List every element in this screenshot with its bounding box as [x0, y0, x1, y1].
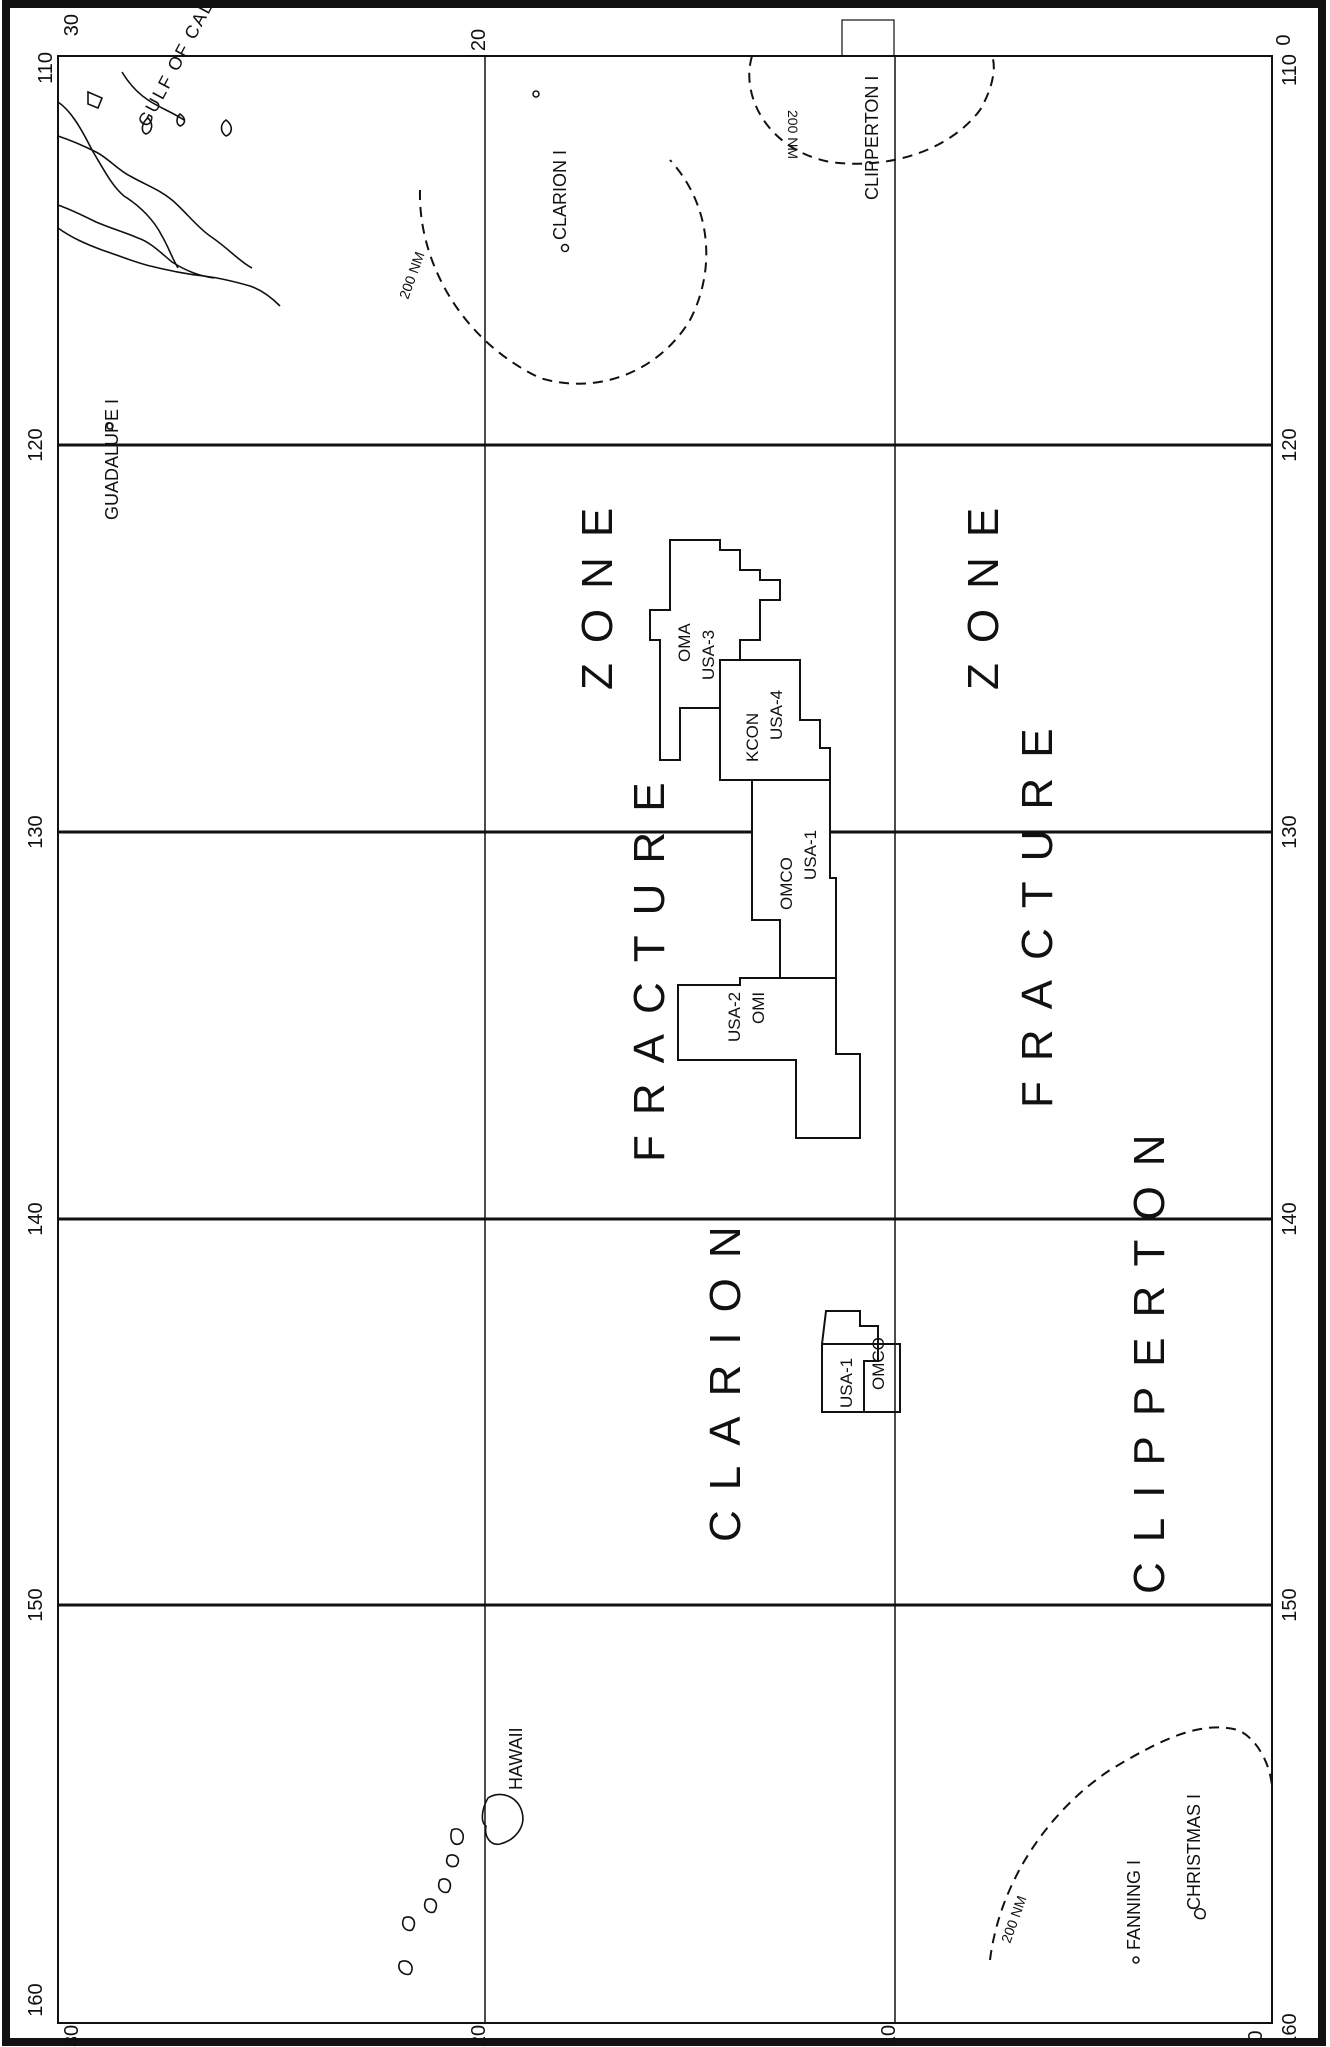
claim-areas [649, 539, 901, 1413]
claim-omco-south-name: OMCO [869, 1337, 888, 1390]
lat-label-0-bottom: 0 [1245, 2030, 1267, 2041]
lon-label-top-110: 110 [35, 52, 57, 84]
lat-label-30-bottom: 30 [61, 2025, 83, 2047]
clarion-fracture-zone: ZONE FRACTURE CLARION [573, 488, 750, 1542]
clarion-name-word: CLARION [701, 1206, 750, 1542]
lon-label-120-left: 120 [25, 428, 47, 461]
fanning-island-marker [1132, 1956, 1140, 1964]
christmas-island-marker [1193, 1907, 1207, 1920]
longitude-labels-left: 120 130 140 150 160 [25, 428, 47, 2016]
longitude-labels-right: 110 120 130 140 150 160 [1279, 54, 1301, 2047]
clipperton-eez-arc [748, 55, 995, 165]
christmas-eez-arc [989, 1726, 1273, 1961]
claim-kcon-name: KCON [743, 713, 762, 762]
clipperton-name-word: CLIPPERTON [1125, 1114, 1174, 1594]
lat-label-top-30: 30 [61, 14, 83, 36]
guadalupe-island-label: GUADALUPE I [102, 399, 122, 520]
lon-label-130-right: 130 [1279, 815, 1301, 848]
clipperton-fracture-zone: ZONE FRACTURE CLIPPERTON [959, 488, 1174, 1594]
claim-omi-usa2-outline [677, 977, 861, 1139]
claim-omco-name: OMCO [777, 857, 796, 910]
lat-label-20-bottom: 20 [468, 2025, 490, 2047]
clipperton-fracture-word: FRACTURE [1013, 708, 1062, 1108]
clipperton-eez-label: 200 NM [785, 110, 801, 159]
guadalupe-island-marker [106, 422, 114, 430]
gulf-of-california-label: GULF OF CALIFORNIA [134, 0, 258, 130]
longitude-gridlines [58, 443, 1272, 1607]
clipperton-label-box [841, 19, 895, 57]
hawaii-islands [398, 1793, 524, 1976]
claim-oma-name: OMA [675, 623, 694, 662]
claim-labels: OMA USA-3 KCON USA-4 OMCO USA-1 USA-2 OM… [675, 623, 888, 1408]
lon-label-140-left: 140 [25, 1202, 47, 1235]
claim-oma-usa3-outline [649, 539, 781, 761]
lat-label-10-bottom: 10 [878, 2025, 900, 2047]
clarion-island-dot [532, 90, 540, 98]
lat-label-0-top: 0 [1273, 34, 1295, 45]
clarion-eez-label: 200 NM [396, 249, 428, 301]
claim-dividers [751, 780, 781, 978]
clipperton-zone-word: ZONE [959, 488, 1008, 690]
latitude-labels: 20 0 30 20 10 0 [61, 29, 1295, 2047]
clarion-island-marker [560, 243, 570, 253]
coastline-baja [57, 71, 281, 307]
clarion-eez-arc [418, 159, 708, 385]
lon-label-150-right: 150 [1279, 1588, 1301, 1621]
lon-label-120-right: 120 [1279, 428, 1301, 461]
claim-usa1-south-code: USA-1 [837, 1358, 856, 1408]
claim-usa4-code: USA-4 [767, 690, 786, 740]
clipperton-island-label: CLIPPERTON I [862, 76, 882, 200]
christmas-island-label: CHRISTMAS I [1184, 1794, 1204, 1910]
clarion-island-label: CLARION I [550, 150, 570, 240]
claim-usa1-code: USA-1 [801, 830, 820, 880]
claim-usa2-code: USA-2 [725, 992, 744, 1042]
clarion-fracture-word: FRACTURE [625, 762, 674, 1162]
lat-label-20-top: 20 [468, 29, 490, 51]
lon-label-160-left: 160 [25, 1983, 47, 2016]
latitude-gridlines [484, 56, 896, 2023]
lon-label-150-left: 150 [25, 1588, 47, 1621]
claim-usa3-code: USA-3 [699, 630, 718, 680]
corner-top-left: 110 30 [35, 14, 83, 84]
fanning-island-label: FANNING I [1124, 1860, 1144, 1950]
lon-label-130-left: 130 [25, 815, 47, 848]
claim-usa1-box-outline [821, 1343, 901, 1413]
lon-label-160-right: 160 [1279, 2013, 1301, 2046]
lon-label-110-right: 110 [1279, 54, 1301, 86]
christmas-eez-label: 200 NM [998, 1893, 1030, 1945]
lon-label-140-right: 140 [1279, 1202, 1301, 1235]
hawaii-label: HAWAII [506, 1727, 526, 1790]
claim-omi-name: OMI [749, 992, 768, 1024]
map-inner-frame [57, 55, 1273, 2024]
clarion-zone-word: ZONE [573, 488, 622, 690]
